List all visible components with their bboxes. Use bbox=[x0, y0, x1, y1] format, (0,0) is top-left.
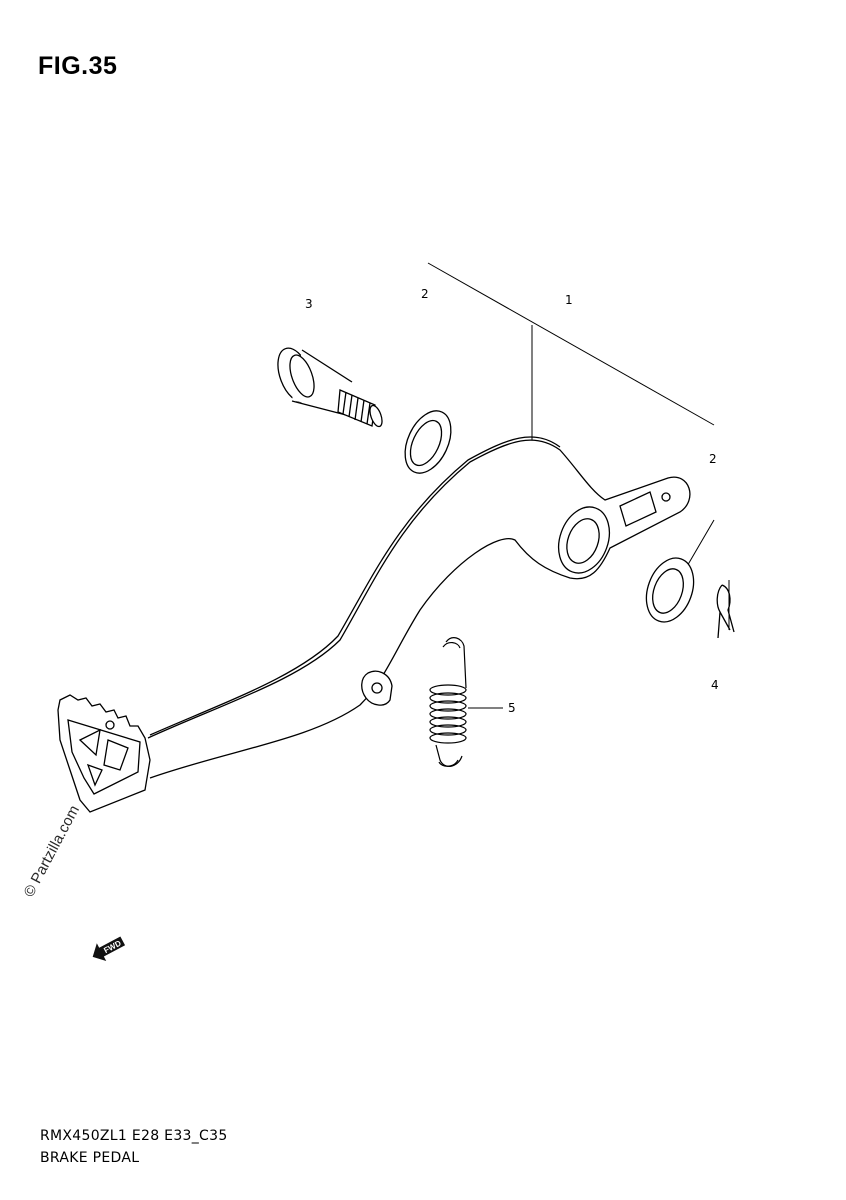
partzilla-watermark: © Partzilla.com bbox=[21, 803, 83, 900]
cotter-pin-part bbox=[716, 584, 735, 639]
washer-right-part bbox=[645, 557, 695, 623]
model-code: RMX450ZL1 E28 E33_C35 bbox=[40, 1128, 228, 1144]
callout-1: 1 bbox=[565, 293, 573, 307]
callout-3: 3 bbox=[305, 297, 313, 311]
leader-lines bbox=[427, 262, 730, 709]
callout-2-left: 2 bbox=[421, 287, 429, 301]
figure-title: FIG.35 bbox=[38, 52, 118, 80]
callout-2-right: 2 bbox=[709, 452, 717, 466]
fwd-arrow-icon: FWD bbox=[92, 936, 126, 961]
washer-left-part bbox=[404, 410, 452, 474]
pivot-bolt-part bbox=[277, 347, 383, 428]
return-spring-part bbox=[429, 637, 467, 767]
diagram-name: BRAKE PEDAL bbox=[40, 1150, 140, 1166]
callout-4: 4 bbox=[711, 678, 719, 692]
brake-pedal-part bbox=[57, 436, 691, 813]
callout-5: 5 bbox=[508, 701, 516, 715]
